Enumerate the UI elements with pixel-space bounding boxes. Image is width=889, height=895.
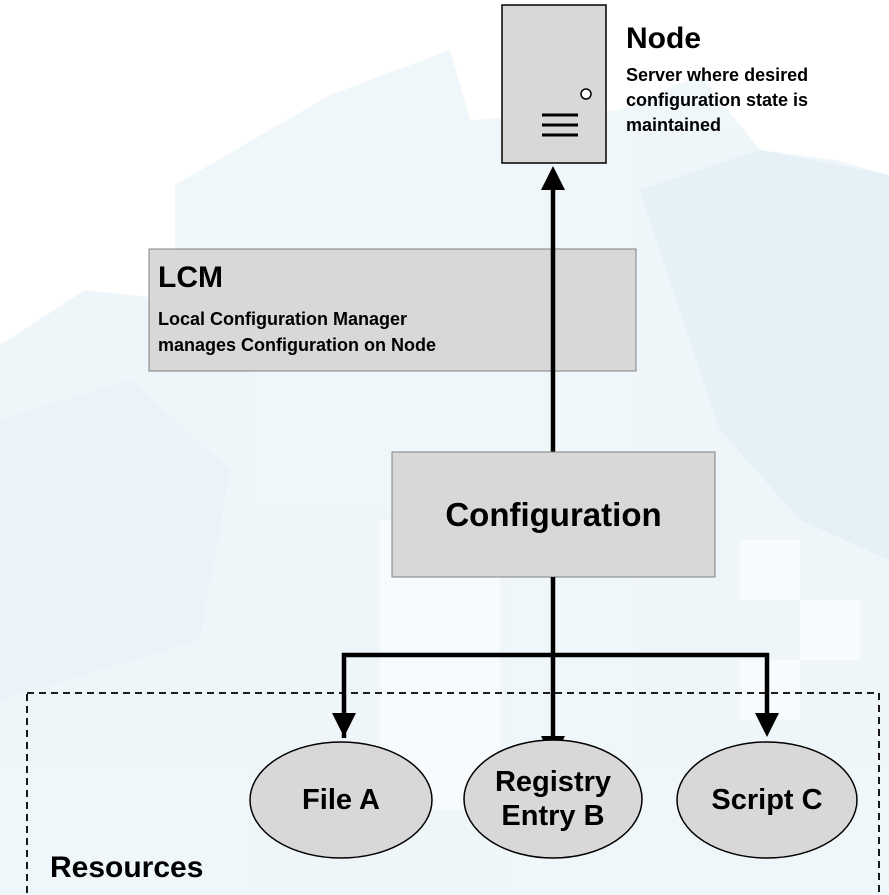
resource-label-line-2: Entry B bbox=[501, 800, 605, 832]
lcm-title: LCM bbox=[158, 261, 223, 294]
resource-file-a-label: File A bbox=[250, 742, 432, 858]
configuration-label: Configuration bbox=[445, 495, 662, 533]
server-icon bbox=[501, 4, 607, 164]
node-title: Node bbox=[626, 22, 701, 55]
arrow-to-script-c bbox=[755, 713, 779, 737]
node-server bbox=[501, 4, 607, 164]
resource-file-a bbox=[249, 741, 433, 859]
configuration-box bbox=[391, 451, 716, 578]
resource-script-c-label: Script C bbox=[677, 742, 857, 858]
resource-label-line-1: File A bbox=[302, 784, 380, 816]
resource-connectors bbox=[341, 577, 770, 738]
resource-script-c bbox=[676, 741, 858, 859]
lcm-line-1: Local Configuration Manager bbox=[158, 309, 408, 329]
resources-label: Resources bbox=[50, 851, 204, 884]
resource-registry-entry-b bbox=[463, 739, 643, 859]
resources-border bbox=[26, 692, 880, 895]
arrow-to-file-a bbox=[332, 713, 356, 737]
arrow-to-node-head bbox=[541, 166, 565, 190]
resource-label-line-1: Script C bbox=[711, 784, 823, 816]
node-description: Server where desired configuration state… bbox=[626, 65, 809, 135]
server-led bbox=[580, 88, 592, 100]
resource-label-line-1: Registry bbox=[494, 766, 612, 798]
lcm-line-2: manages Configuration on Node bbox=[158, 335, 437, 355]
resource-registry-entry-b-label: Registry Entry B bbox=[464, 740, 642, 858]
